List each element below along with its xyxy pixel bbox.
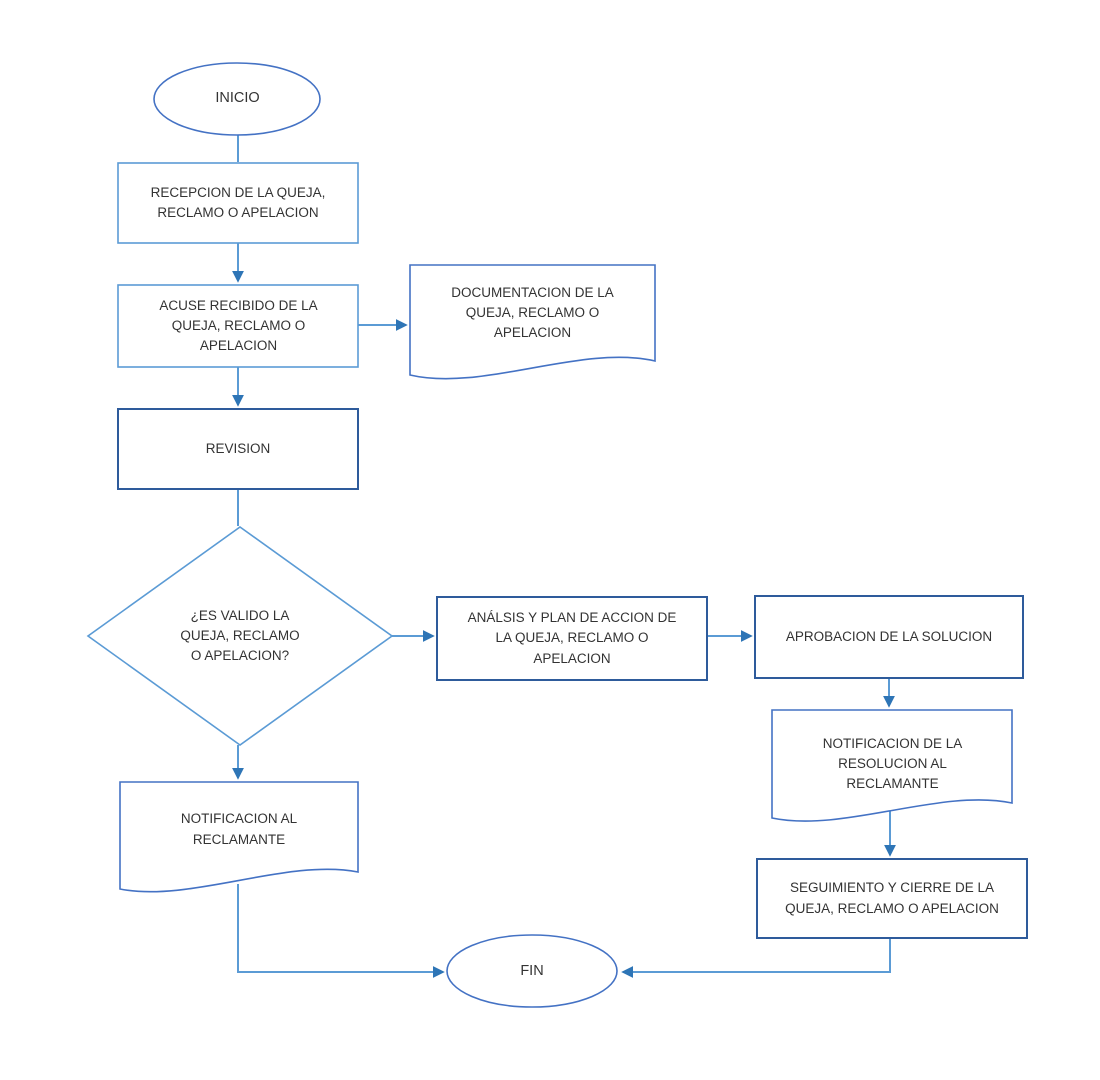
- acuse-label: ACUSE RECIBIDO DE LA QUEJA, RECLAMO O AP…: [159, 297, 318, 354]
- connector-seguimiento-fin: [621, 938, 891, 978]
- acuse-process-shape: [117, 284, 359, 368]
- documentacion-document-shape: [409, 264, 656, 380]
- aprobacion-label: APROBACION DE LA SOLUCION: [785, 628, 993, 644]
- decision-label: ¿ES VALIDO LA QUEJA, RECLAMO O APELACION…: [180, 607, 300, 664]
- documentacion-label: DOCUMENTACION DE LA QUEJA, RECLAMO O APE…: [451, 284, 614, 341]
- analisis-process-shape: [436, 596, 708, 681]
- notificacion-reclamante-document-shape: [119, 781, 359, 893]
- recepcion-process-shape: [117, 162, 359, 244]
- seguimiento-process-shape: [756, 858, 1028, 939]
- notificacion-resolucion-label: NOTIFICACION DE LA RESOLUCION AL RECLAMA…: [822, 735, 963, 792]
- notificacion-reclamante-label: NOTIFICACION AL RECLAMANTE: [180, 811, 298, 847]
- revision-process-shape: [117, 408, 359, 490]
- fin-label: FIN: [520, 962, 544, 979]
- seguimiento-label: SEGUIMIENTO Y CIERRE DE LA QUEJA, RECLAM…: [785, 880, 999, 916]
- notificacion-resolucion-document-shape: [771, 709, 1013, 822]
- fin-terminator-shape: [446, 934, 618, 1008]
- aprobacion-process-shape: [754, 595, 1024, 679]
- inicio-terminator-shape: [153, 62, 321, 136]
- analisis-label: ANÁLSIS Y PLAN DE ACCION DE LA QUEJA, RE…: [467, 610, 677, 666]
- recepcion-label: RECEPCION DE LA QUEJA, RECLAMO O APELACI…: [150, 184, 326, 220]
- decision-diamond-shape: [86, 526, 394, 746]
- revision-label: REVISION: [205, 440, 271, 456]
- connector-notificacion-reclamante-fin: [237, 884, 445, 978]
- inicio-label: INICIO: [215, 90, 260, 107]
